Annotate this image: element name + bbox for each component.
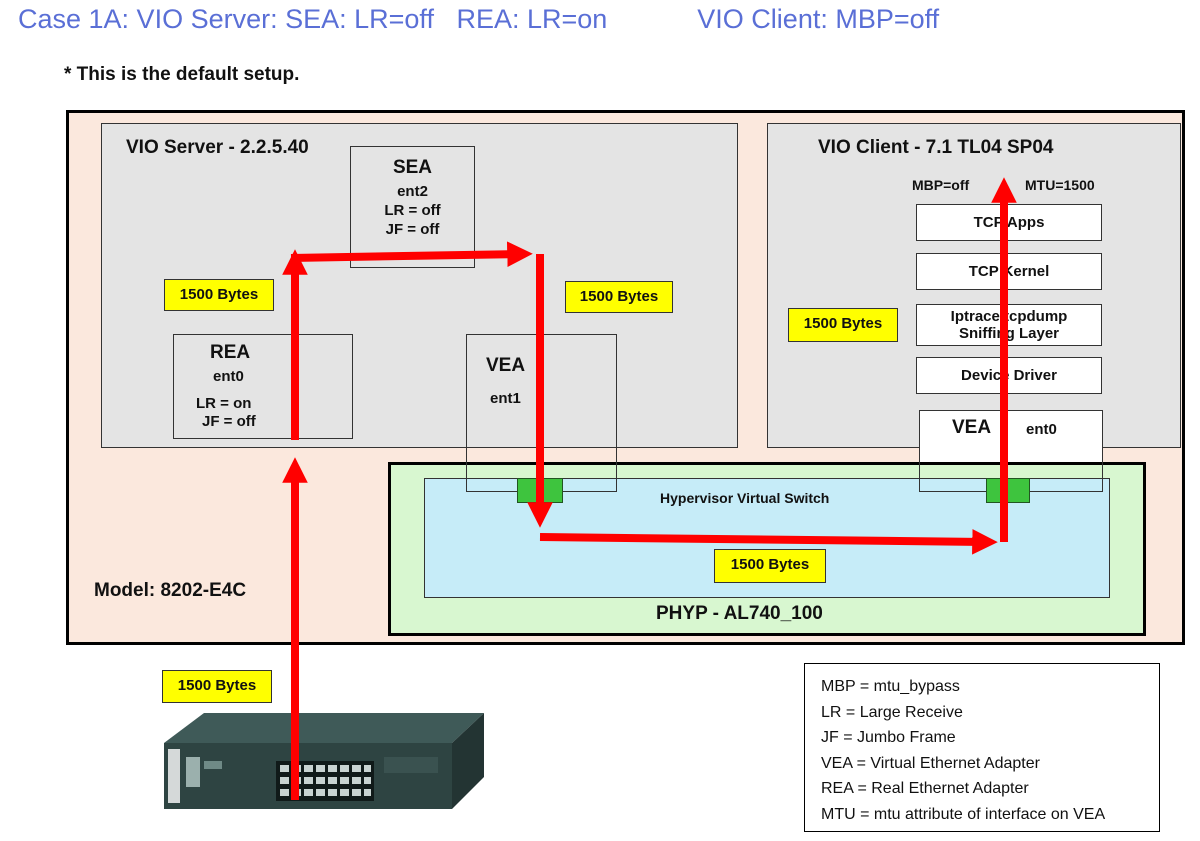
- client-mtu: MTU=1500: [1025, 177, 1095, 193]
- rea-jf: JF = off: [202, 413, 256, 430]
- legend-item-rea: REA = Real Ethernet Adapter: [821, 780, 1029, 798]
- client-layer-tcp-kernel: TCP Kernel: [916, 253, 1102, 290]
- sea-device: ent2: [397, 183, 428, 200]
- vio-server-title: VIO Server - 2.2.5.40: [126, 137, 309, 158]
- legend-item-vea: VEA = Virtual Ethernet Adapter: [821, 754, 1040, 772]
- diagram-title: Case 1A: VIO Server: SEA: LR=off REA: LR…: [18, 4, 940, 34]
- packet-label-client: 1500 Bytes: [788, 308, 898, 342]
- server-vea-device: ent1: [490, 390, 521, 407]
- client-layer-device-driver: Device Driver: [916, 357, 1102, 394]
- packet-label-external: 1500 Bytes: [162, 670, 272, 703]
- client-vea-name: VEA: [952, 417, 992, 438]
- legend-item-mbp: MBP = mtu_bypass: [821, 678, 960, 695]
- diagram-subtitle: * This is the default setup.: [64, 64, 300, 85]
- client-layer-tcp-apps: TCP Apps: [916, 204, 1102, 241]
- legend-box: MBP = mtu_bypass LR = Large Receive JF =…: [804, 663, 1160, 832]
- sea-box: SEA ent2 LR = off JF = off: [350, 146, 475, 268]
- flow-arrow-hypervisor: [539, 529, 998, 555]
- phyp-label: PHYP - AL740_100: [656, 603, 823, 624]
- network-switch-icon: [164, 713, 484, 809]
- packet-label-server-left: 1500 Bytes: [164, 279, 274, 311]
- rea-lr: LR = on: [196, 395, 252, 412]
- rea-device: ent0: [213, 368, 244, 385]
- packet-label-hypervisor: 1500 Bytes: [714, 549, 826, 583]
- rea-name: REA: [210, 342, 251, 363]
- legend-item-lr: LR = Large Receive: [821, 703, 963, 721]
- client-mbp: MBP=off: [912, 177, 970, 193]
- vio-client-title: VIO Client - 7.1 TL04 SP04: [818, 137, 1054, 158]
- hypervisor-switch-label: Hypervisor Virtual Switch: [660, 490, 830, 506]
- server-vea-name: VEA: [486, 355, 526, 376]
- legend-item-jf: JF = Jumbo Frame: [821, 729, 956, 747]
- legend-item-mtu: MTU = mtu attribute of interface on VEA: [821, 805, 1106, 823]
- model-label: Model: 8202-E4C: [94, 580, 247, 601]
- rea-box: [173, 334, 353, 439]
- packet-label-server-right: 1500 Bytes: [565, 281, 673, 313]
- sea-jf: JF = off: [385, 221, 440, 238]
- client-vea-device: ent0: [1026, 421, 1057, 438]
- flow-arrow-sea-to-vea: [290, 241, 533, 268]
- sea-lr: LR = off: [384, 202, 441, 219]
- sea-name: SEA: [392, 157, 433, 178]
